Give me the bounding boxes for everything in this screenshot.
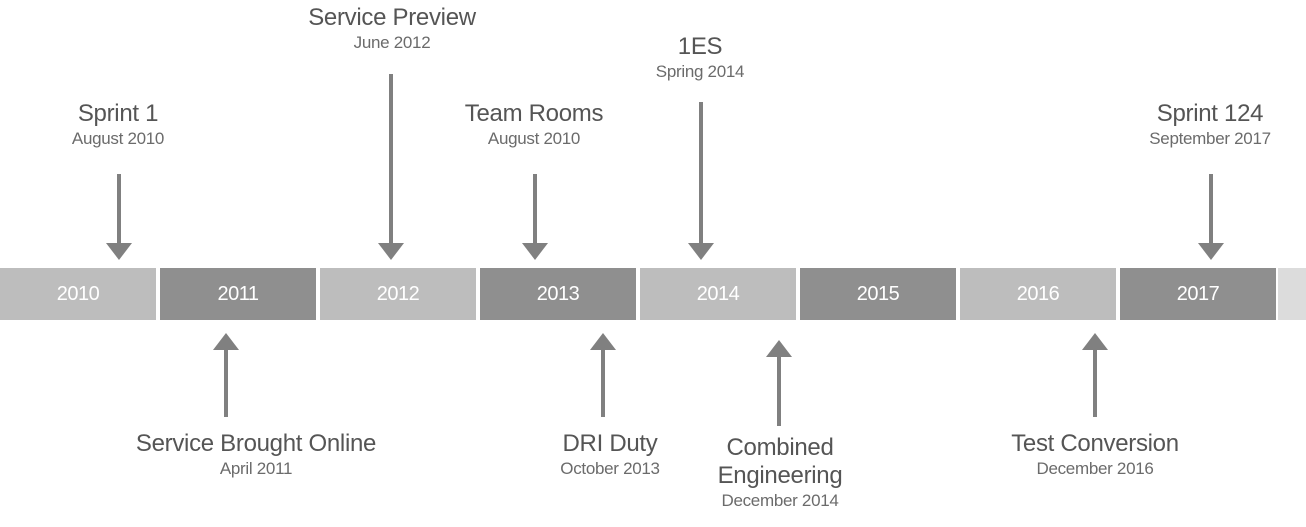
event-title-line-1: Combined — [726, 434, 834, 461]
up-arrow-icon — [213, 333, 239, 417]
event-title: DRI Duty — [562, 430, 658, 457]
event-test-conversion: Test Conversion December 2016 — [960, 430, 1230, 480]
event-date: December 2014 — [721, 491, 839, 510]
event-combined-engineering: Combined Engineering December 2014 — [680, 434, 880, 512]
year-segment-2010: 2010 — [0, 268, 156, 320]
event-sprint-124: Sprint 124 September 2017 — [1110, 100, 1306, 150]
event-service-brought-online: Service Brought Online April 2011 — [96, 430, 416, 480]
year-segment-2016: 2016 — [960, 268, 1116, 320]
up-arrow-icon — [590, 333, 616, 417]
year-segment-2014: 2014 — [640, 268, 796, 320]
year-segment-2011: 2011 — [160, 268, 316, 320]
down-arrow-icon — [106, 174, 132, 260]
event-sprint-1: Sprint 1 August 2010 — [18, 100, 218, 150]
event-service-preview: Service Preview June 2012 — [272, 4, 512, 54]
event-date: April 2011 — [219, 459, 293, 478]
year-segment-2012: 2012 — [320, 268, 476, 320]
down-arrow-icon — [1198, 174, 1224, 260]
event-date: December 2016 — [1036, 459, 1154, 478]
event-title-line-2: Engineering — [717, 462, 843, 489]
event-title: Service Preview — [308, 4, 476, 31]
up-arrow-icon — [766, 340, 792, 426]
down-arrow-icon — [688, 102, 714, 260]
event-team-rooms: Team Rooms August 2010 — [434, 100, 634, 150]
event-1es: 1ES Spring 2014 — [600, 33, 800, 83]
event-date: September 2017 — [1149, 129, 1271, 148]
event-date: Spring 2014 — [655, 62, 745, 81]
event-title: Service Brought Online — [135, 430, 377, 457]
event-date: October 2013 — [560, 459, 660, 478]
event-date: August 2010 — [487, 129, 581, 148]
event-title: Test Conversion — [1011, 430, 1179, 457]
year-bar-tail — [1278, 268, 1306, 320]
down-arrow-icon — [378, 74, 404, 260]
event-title: Sprint 1 — [77, 100, 159, 127]
event-title: Team Rooms — [464, 100, 604, 127]
down-arrow-icon — [522, 174, 548, 260]
event-title: 1ES — [677, 33, 723, 60]
event-dri-duty: DRI Duty October 2013 — [510, 430, 710, 480]
year-segment-2015: 2015 — [800, 268, 956, 320]
event-title: Sprint 124 — [1156, 100, 1264, 127]
year-segment-2013: 2013 — [480, 268, 636, 320]
year-bar: 2010 2011 2012 2013 2014 2015 2016 2017 — [0, 268, 1306, 320]
year-segment-2017: 2017 — [1120, 268, 1276, 320]
event-date: August 2010 — [71, 129, 165, 148]
event-date: June 2012 — [353, 33, 431, 52]
up-arrow-icon — [1082, 333, 1108, 417]
